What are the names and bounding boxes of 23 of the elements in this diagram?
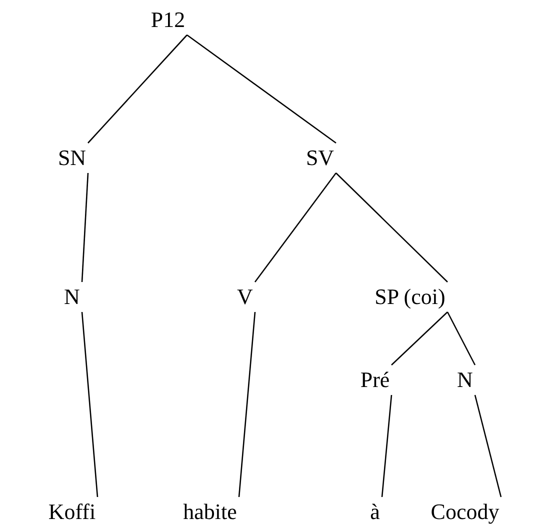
tree-branch-line <box>81 312 98 498</box>
tree-node-label: Pré <box>358 367 392 393</box>
tree-node-label: N <box>455 367 475 393</box>
tree-branch-line <box>254 172 337 282</box>
tree-node-label: N <box>62 284 82 310</box>
tree-node-label: SV <box>304 145 336 171</box>
tree-node-label: P12 <box>148 7 188 33</box>
tree-node-label: à <box>368 499 382 525</box>
tree-branch-line <box>88 34 188 144</box>
tree-branch-line <box>81 172 89 282</box>
tree-branch-line <box>336 172 448 282</box>
tree-branch-line <box>474 394 502 498</box>
tree-node-label: habite <box>181 499 239 525</box>
tree-node-label: V <box>235 284 255 310</box>
tree-branch-line <box>186 34 336 144</box>
tree-branch-line <box>446 312 476 366</box>
tree-branch-line <box>381 394 392 498</box>
tree-node-label: Koffi <box>46 499 98 525</box>
tree-branch-line <box>391 312 448 366</box>
tree-node-label: Cocody <box>428 499 502 525</box>
tree-node-label: SP (coi) <box>372 284 448 310</box>
tree-node-label: SN <box>56 145 88 171</box>
tree-branch-line <box>238 312 256 498</box>
